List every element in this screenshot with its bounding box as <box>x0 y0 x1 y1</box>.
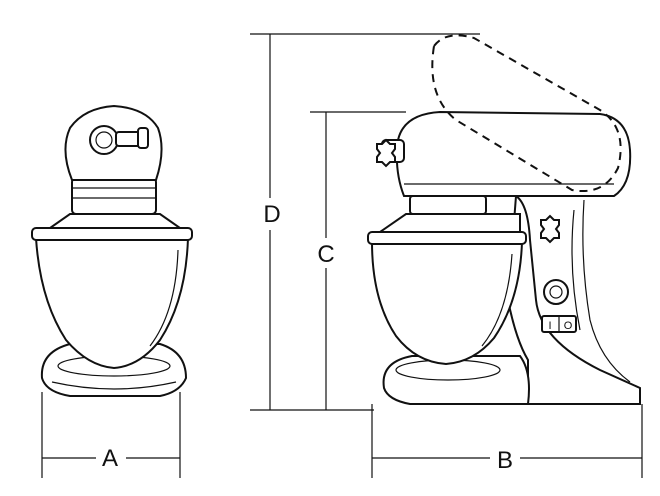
dimension-c-label: C <box>317 241 334 268</box>
front-view-attachment-hub <box>89 125 119 155</box>
tilted-head-outline <box>431 34 622 192</box>
attachment-knob-icon <box>376 138 396 168</box>
switch-on-glyph: I <box>548 320 551 332</box>
dimension-d-label: D <box>263 201 280 228</box>
dimension-lines: A B D C <box>41 33 643 478</box>
side-view-body-column <box>506 194 641 405</box>
front-view-base <box>40 343 188 397</box>
side-view-bowl <box>370 241 524 366</box>
switch-off-glyph: O <box>564 320 573 332</box>
speed-dial-icon <box>543 279 569 305</box>
side-view-mixer: I O <box>367 34 641 405</box>
dimension-a-label: A <box>102 445 118 472</box>
head-lock-knob-icon <box>540 214 560 244</box>
front-view-bowl <box>34 237 190 370</box>
front-view-mixer <box>31 104 193 397</box>
front-view-bowl-rim <box>31 227 193 241</box>
side-view-bowl-rim <box>367 231 527 245</box>
dimension-b-label: B <box>497 447 513 474</box>
